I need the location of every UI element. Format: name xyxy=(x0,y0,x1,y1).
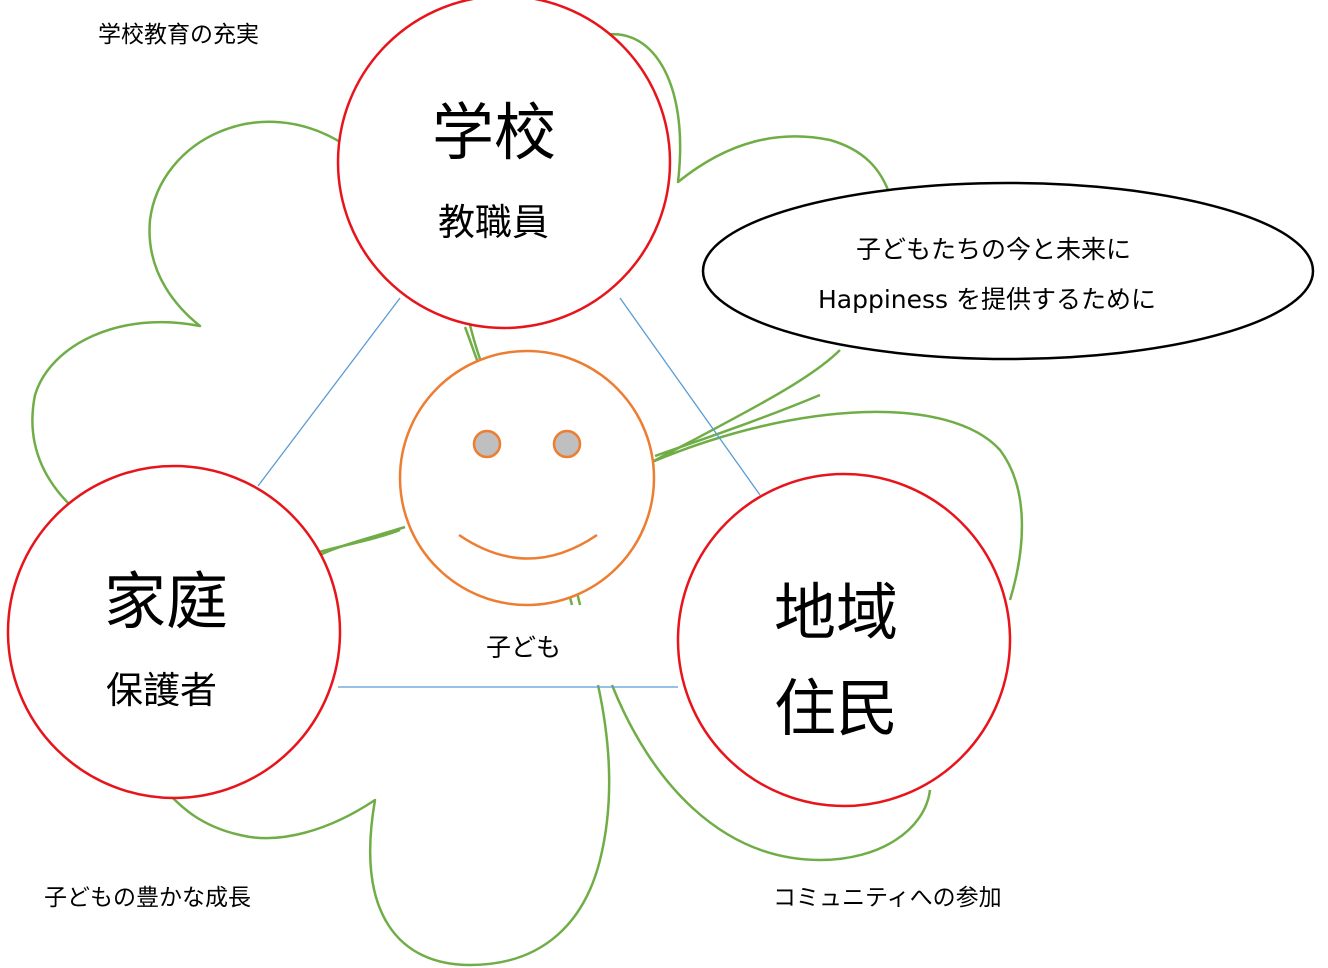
school-title: 学校 xyxy=(432,96,557,169)
petal-inner-line xyxy=(314,528,401,555)
family-subtitle: 保護者 xyxy=(106,669,217,712)
community-line2: 住民 xyxy=(774,672,899,745)
caption-top-left: 学校教育の充実 xyxy=(98,22,259,48)
petal-inner-line xyxy=(654,393,821,458)
child-smiley xyxy=(398,349,656,607)
child-label: 子ども xyxy=(486,633,562,662)
right-eye xyxy=(552,429,582,459)
connector-school-community xyxy=(619,297,761,496)
caption-bottom-left: 子どもの豊かな成長 xyxy=(44,885,251,911)
smile-mouth xyxy=(458,533,598,560)
connector-lines xyxy=(257,297,761,688)
school-circle xyxy=(336,0,672,330)
community-line1: 地域 xyxy=(774,576,899,649)
caption-bottom-right: コミュニティへの参加 xyxy=(773,885,1002,911)
message-bubble xyxy=(701,181,1315,361)
petal-outline xyxy=(31,32,1024,967)
community-circle xyxy=(676,472,1012,808)
bubble-line2: Happiness を提供するために xyxy=(818,285,1157,314)
flower-petals xyxy=(31,32,1024,967)
family-title: 家庭 xyxy=(104,565,229,638)
bubble-line1: 子どもたちの今と未来に xyxy=(856,235,1132,264)
connector-school-family xyxy=(257,297,401,487)
face-circle xyxy=(398,349,656,607)
left-eye xyxy=(472,429,502,459)
school-subtitle: 教職員 xyxy=(438,201,549,244)
family-circle xyxy=(6,464,342,800)
